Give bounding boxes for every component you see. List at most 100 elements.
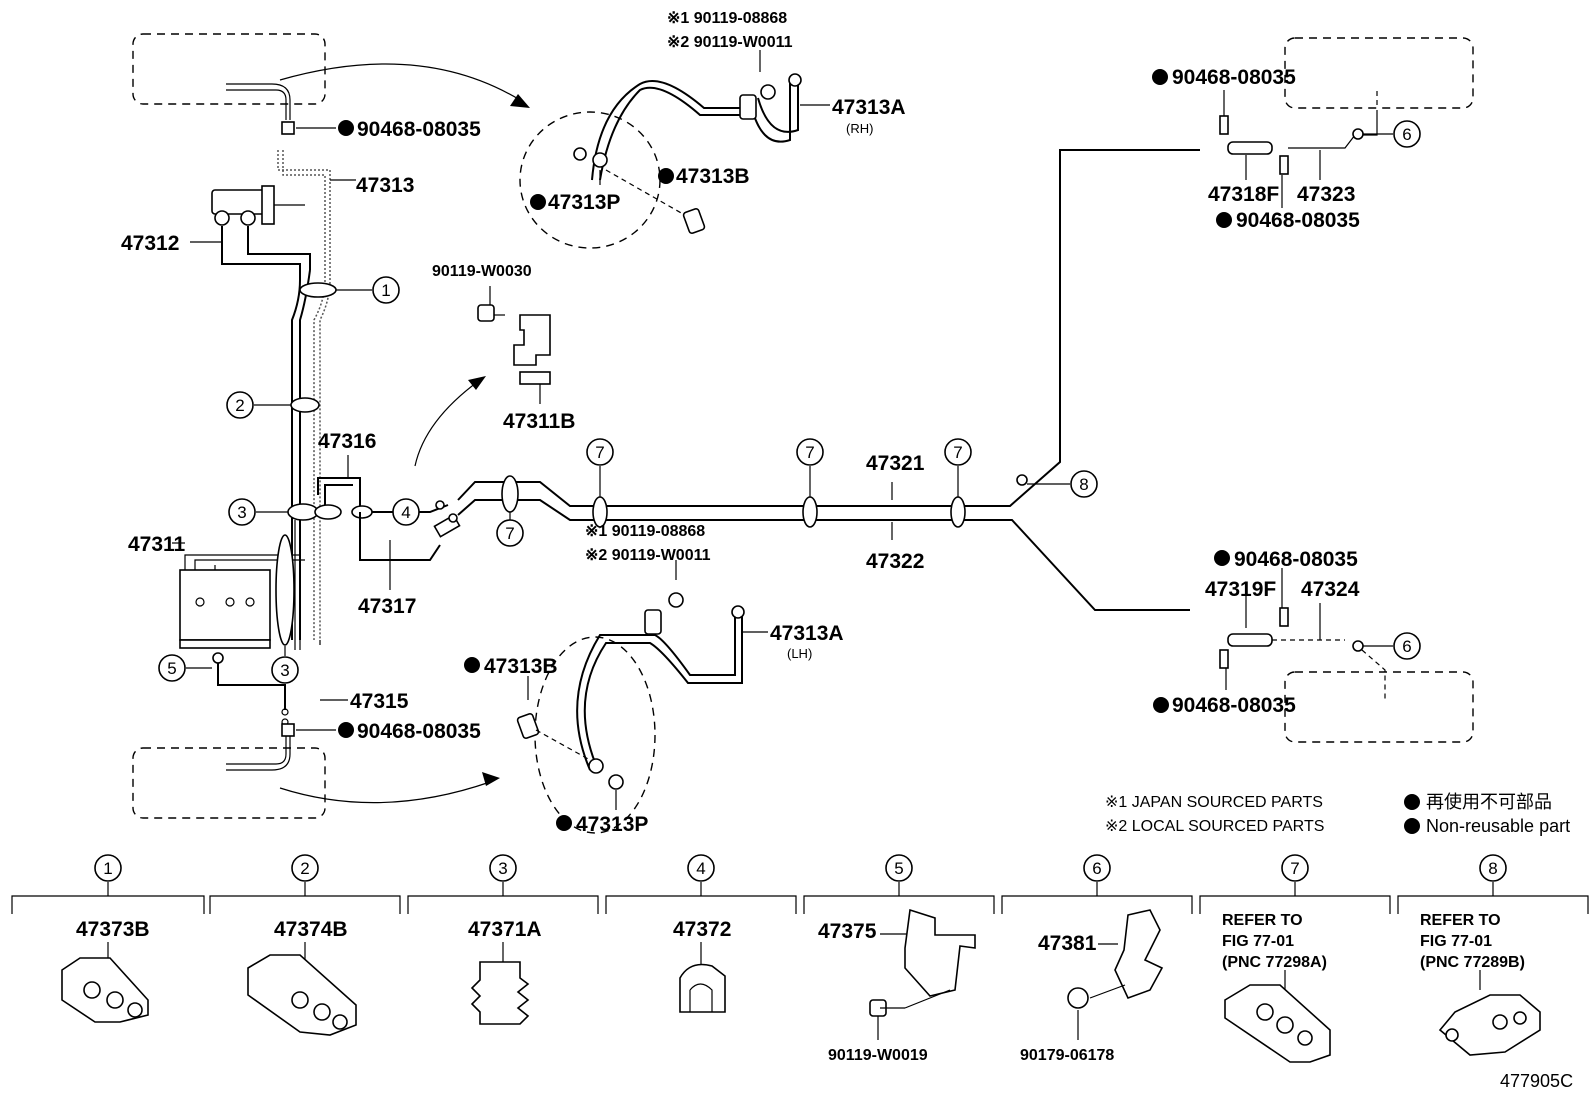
label-47313: 47313 bbox=[356, 174, 414, 197]
arrow-icon bbox=[414, 379, 481, 467]
part-47374B: 47374B bbox=[274, 918, 348, 941]
non-reusable-dot-icon bbox=[1404, 818, 1420, 834]
legend-local-sourced: ※2 LOCAL SOURCED PARTS bbox=[1105, 818, 1324, 835]
label-47313B-bottom: 47313B bbox=[484, 655, 558, 678]
label-47313A-lh: 47313A bbox=[770, 622, 844, 645]
rear-right-wheel-area bbox=[1284, 671, 1474, 743]
clip-47371A-icon bbox=[470, 942, 530, 1025]
ref8-line2: FIG 77-01 bbox=[1420, 933, 1492, 950]
label-47322: 47322 bbox=[866, 550, 924, 573]
clip-47373B-icon bbox=[61, 942, 149, 1023]
ref7-line3: (PNC 77298A) bbox=[1222, 954, 1327, 971]
legend-jp-nonreuse: 再使用不可部品 bbox=[1426, 792, 1552, 812]
label-47321: 47321 bbox=[866, 452, 925, 475]
svg-text:8: 8 bbox=[1079, 475, 1088, 494]
arrow-icon bbox=[279, 63, 521, 101]
lh-note-2: ※2 90119-W0011 bbox=[585, 547, 711, 564]
svg-text:3: 3 bbox=[237, 503, 246, 522]
label-90468-tl: 90468-08035 bbox=[357, 118, 481, 141]
bottom-callout-7: 7 bbox=[1290, 859, 1299, 878]
label-47317: 47317 bbox=[358, 595, 416, 618]
legend-nonreuse: Non-reusable part bbox=[1426, 816, 1570, 836]
lh-note-1: ※1 90119-08868 bbox=[585, 523, 705, 540]
legend-japan-sourced: ※1 JAPAN SOURCED PARTS bbox=[1105, 794, 1323, 811]
part-47381: 47381 bbox=[1038, 932, 1097, 955]
label-47319F: 47319F bbox=[1205, 578, 1276, 601]
bolt-90179-06178: 90179-06178 bbox=[1020, 1047, 1114, 1064]
callout-3: 3 bbox=[228, 498, 288, 526]
clip-47374B-icon bbox=[247, 942, 357, 1036]
svg-text:2: 2 bbox=[235, 396, 244, 415]
label-90468-rd: 90468-08035 bbox=[1172, 694, 1296, 717]
part-47372: 47372 bbox=[673, 918, 731, 941]
callout-7b: 7 bbox=[586, 438, 614, 497]
svg-text:7: 7 bbox=[805, 443, 814, 462]
bottom-callout-2: 2 bbox=[300, 859, 309, 878]
svg-text:7: 7 bbox=[953, 443, 962, 462]
label-47313P-bottom: 47313P bbox=[576, 813, 648, 836]
ref7-line2: FIG 77-01 bbox=[1222, 933, 1294, 950]
callout-7d: 7 bbox=[944, 438, 972, 497]
svg-text:3: 3 bbox=[280, 661, 289, 680]
part-47371A: 47371A bbox=[468, 918, 542, 941]
ref8-line3: (PNC 77289B) bbox=[1420, 954, 1525, 971]
svg-text:1: 1 bbox=[381, 281, 390, 300]
ref7-line1: REFER TO bbox=[1222, 912, 1303, 929]
label-90468-bl: 90468-08035 bbox=[357, 720, 481, 743]
bottom-callout-3: 3 bbox=[498, 859, 507, 878]
callout-6-top: 6 bbox=[1363, 120, 1421, 148]
clip-77298A-icon bbox=[1224, 970, 1331, 1063]
svg-text:6: 6 bbox=[1402, 125, 1411, 144]
clip-47372-icon bbox=[679, 942, 726, 1013]
arrow-icon bbox=[279, 781, 491, 804]
callout-3b: 3 bbox=[271, 646, 299, 684]
svg-text:6: 6 bbox=[1402, 637, 1411, 656]
ref8-line1: REFER TO bbox=[1420, 912, 1501, 929]
callout-6-bottom: 6 bbox=[1363, 632, 1421, 660]
label-rh: (RH) bbox=[846, 121, 873, 136]
bottom-callout-4: 4 bbox=[696, 859, 705, 878]
callout-7a: 7 bbox=[496, 512, 524, 547]
non-reusable-dot-icon bbox=[1404, 794, 1420, 810]
rear-left-wheel-area bbox=[132, 747, 326, 819]
rh-note-1: ※1 90119-08868 bbox=[667, 10, 787, 27]
bottom-callout-5: 5 bbox=[894, 859, 903, 878]
label-47312: 47312 bbox=[121, 232, 179, 255]
callout-8: 8 bbox=[1027, 470, 1098, 498]
label-90468-rc: 90468-08035 bbox=[1234, 548, 1358, 571]
label-47311B: 47311B bbox=[503, 410, 575, 433]
svg-text:4: 4 bbox=[401, 503, 410, 522]
callout-5: 5 bbox=[158, 654, 212, 682]
bottom-callout-6: 6 bbox=[1092, 859, 1101, 878]
label-47313A-rh: 47313A bbox=[832, 96, 906, 119]
label-lh: (LH) bbox=[787, 646, 812, 661]
clip-77289B-icon bbox=[1438, 970, 1541, 1056]
label-47318F: 47318F bbox=[1208, 183, 1279, 206]
svg-text:7: 7 bbox=[595, 443, 604, 462]
front-right-wheel-area bbox=[1284, 37, 1474, 109]
label-47324: 47324 bbox=[1301, 578, 1360, 601]
rh-note-2: ※2 90119-W0011 bbox=[667, 34, 793, 51]
figure-code: 477905C bbox=[1500, 1071, 1573, 1091]
label-90468-rb: 90468-08035 bbox=[1236, 209, 1360, 232]
label-90468-ra: 90468-08035 bbox=[1172, 66, 1296, 89]
clip-47381-icon bbox=[1067, 909, 1164, 1040]
label-47316: 47316 bbox=[318, 430, 376, 453]
bracket-47375-icon bbox=[869, 908, 976, 1040]
callout-1: 1 bbox=[336, 276, 400, 304]
bolt-90119-W0019: 90119-W0019 bbox=[828, 1047, 928, 1064]
part-47373B: 47373B bbox=[76, 918, 150, 941]
label-47311: 47311 bbox=[128, 533, 186, 556]
callout-4: 4 bbox=[372, 498, 420, 526]
svg-text:7: 7 bbox=[505, 524, 514, 543]
label-47313P-top: 47313P bbox=[548, 191, 620, 214]
front-left-wheel-area bbox=[132, 33, 326, 105]
label-47323: 47323 bbox=[1297, 183, 1355, 206]
svg-text:5: 5 bbox=[167, 659, 176, 678]
label-47313B-top: 47313B bbox=[676, 165, 750, 188]
part-47375: 47375 bbox=[818, 920, 877, 943]
bottom-callout-8: 8 bbox=[1488, 859, 1497, 878]
callout-7c: 7 bbox=[796, 438, 824, 497]
callout-2: 2 bbox=[226, 391, 291, 419]
